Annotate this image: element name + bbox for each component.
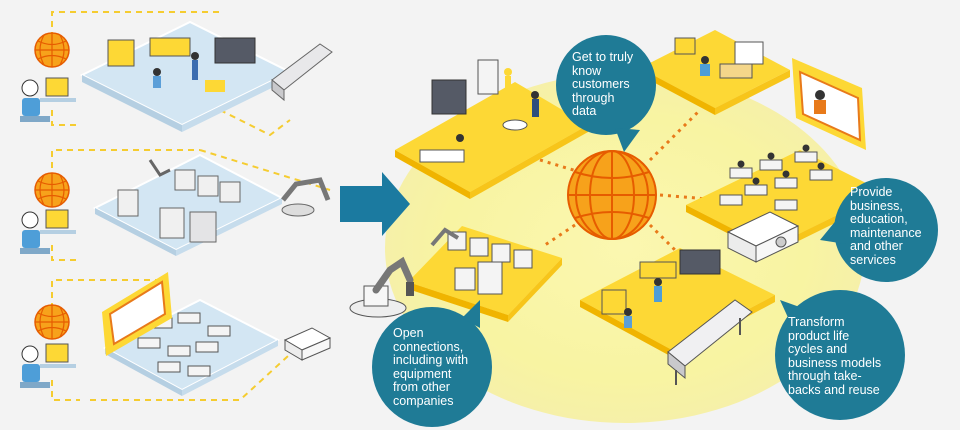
callout-line: through — [572, 90, 615, 105]
robot-arm-icon — [349, 256, 414, 318]
callout-line: companies — [393, 393, 454, 408]
callout-line: business models — [788, 355, 882, 370]
callout-services: Provide business, education, maintenance… — [850, 185, 950, 267]
callout-line: maintenance — [850, 225, 922, 240]
platform-office — [640, 30, 790, 115]
left-platform-classroom — [102, 272, 332, 396]
projector-icon — [283, 327, 332, 361]
callout-line: customers — [572, 77, 630, 91]
platform-production — [395, 59, 588, 199]
callout-line: through take- — [788, 369, 862, 383]
left-platform-factory — [79, 20, 333, 132]
callout-line: Transform — [788, 315, 845, 329]
large-format-printer-icon — [667, 299, 753, 385]
globe-icon — [567, 150, 657, 240]
callout-line: know — [572, 63, 602, 78]
whiteboard-icon — [792, 58, 866, 150]
callout-line: business, — [850, 198, 903, 213]
callout-line: Get to truly — [572, 50, 634, 64]
callout-line: connections, — [393, 339, 464, 354]
callout-line: equipment — [393, 366, 452, 381]
callout-line: product life — [788, 328, 850, 343]
callout-shapes — [372, 35, 938, 427]
left-workers — [20, 32, 76, 388]
projector-icon — [726, 211, 800, 263]
right-arrow-icon — [340, 172, 410, 236]
computer-worker-icon — [20, 32, 76, 122]
callout-line: backs and reuse — [788, 382, 880, 397]
callout-line: including with — [393, 353, 469, 367]
callout-line: data — [572, 104, 597, 118]
computer-worker-icon — [20, 304, 76, 388]
callout-line: services — [850, 252, 896, 267]
callout-line: cycles and — [788, 342, 848, 356]
left-platform-robot-line — [92, 153, 331, 256]
callout-data: Get to truly know customers through data — [572, 50, 652, 119]
callout-line: Provide — [850, 185, 893, 199]
callout-connections: Open connections, including with equipme… — [393, 326, 493, 408]
platform-robot-line — [408, 226, 562, 322]
callout-line: and other — [850, 239, 903, 253]
callout-lifecycle: Transform product life cycles and busine… — [788, 315, 908, 397]
computer-worker-icon — [20, 172, 76, 254]
callout-line: Open — [393, 326, 424, 340]
callout-line: from other — [393, 380, 450, 394]
whiteboard-icon — [102, 272, 172, 356]
callout-line: education, — [850, 212, 908, 226]
